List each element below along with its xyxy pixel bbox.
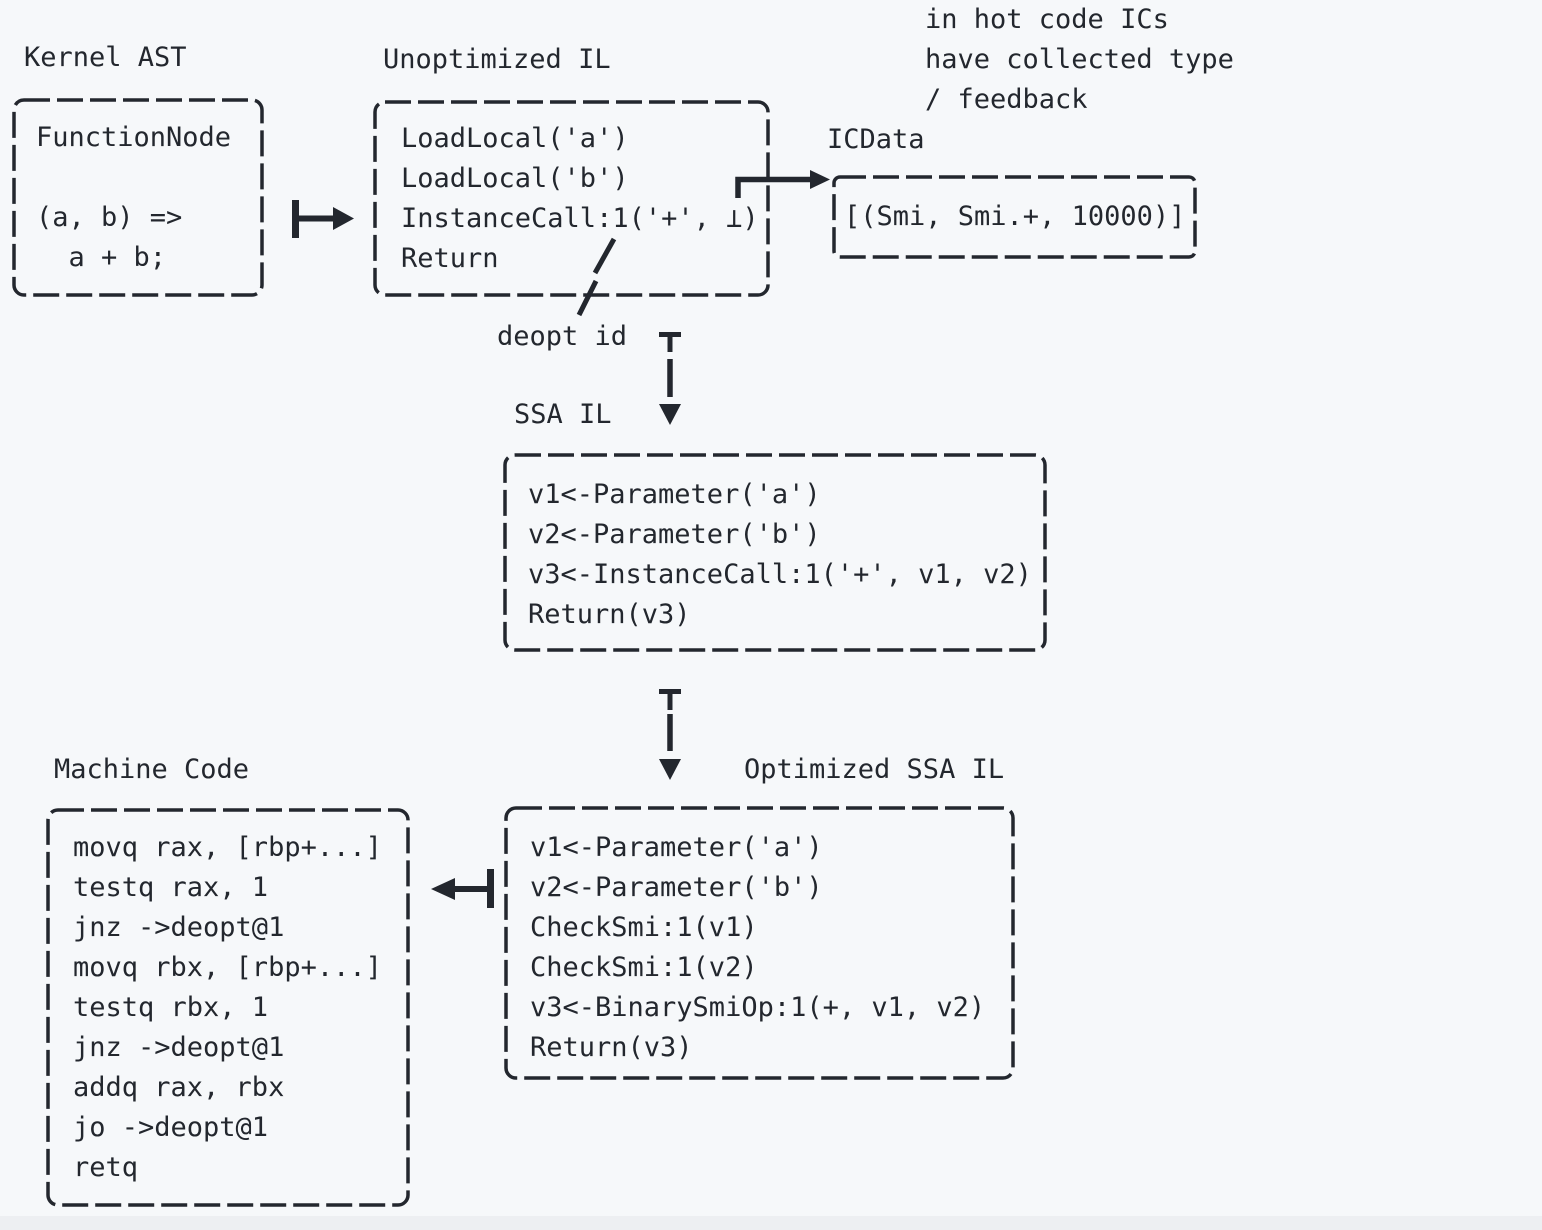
unoptimized-il-code: LoadLocal('a') LoadLocal('b') InstanceCa…	[401, 123, 759, 274]
optimized-ssa-il-code: v1<-Parameter('a') v2<-Parameter('b') Ch…	[530, 832, 986, 1063]
unoptimized-to-ssa-arrow	[659, 332, 681, 425]
kernel-ast-label: Kernel AST	[24, 42, 187, 73]
ssa-il-code: v1<-Parameter('a') v2<-Parameter('b') v3…	[528, 479, 1032, 630]
deopt-id-label: deopt id	[497, 321, 628, 352]
ssa-il-label: SSA IL	[514, 399, 612, 430]
icdata-code: [(Smi, Smi.+, 10000)]	[844, 201, 1186, 232]
kernel-ast-box	[12, 98, 264, 297]
icdata-box	[832, 175, 1197, 259]
optimized-ssa-il-box	[504, 806, 1015, 1080]
optimized-to-machine-arrow	[431, 869, 494, 908]
instancecall-to-icdata-arrow	[735, 170, 830, 198]
icdata-label: ICData	[827, 124, 925, 155]
machine-code-code: movq rax, [rbp+...] testq rax, 1 jnz ->d…	[73, 832, 382, 1183]
code-block-bottom-edge	[0, 1216, 1542, 1230]
ic-annotation: in hot code ICs have collected type / fe…	[925, 4, 1234, 115]
machine-code-label: Machine Code	[54, 754, 250, 785]
unoptimized-il-box	[373, 100, 770, 297]
optimized-ssa-il-label: Optimized SSA IL	[744, 754, 1005, 785]
machine-code-box	[46, 808, 410, 1207]
ssa-to-optimized-arrow	[659, 689, 681, 780]
deopt-id-slash	[576, 237, 617, 317]
kernel-ast-code: FunctionNode (a, b) => a + b;	[36, 122, 232, 273]
kernel-to-unoptimized-arrow	[292, 200, 354, 238]
unoptimized-il-label: Unoptimized IL	[383, 44, 611, 75]
